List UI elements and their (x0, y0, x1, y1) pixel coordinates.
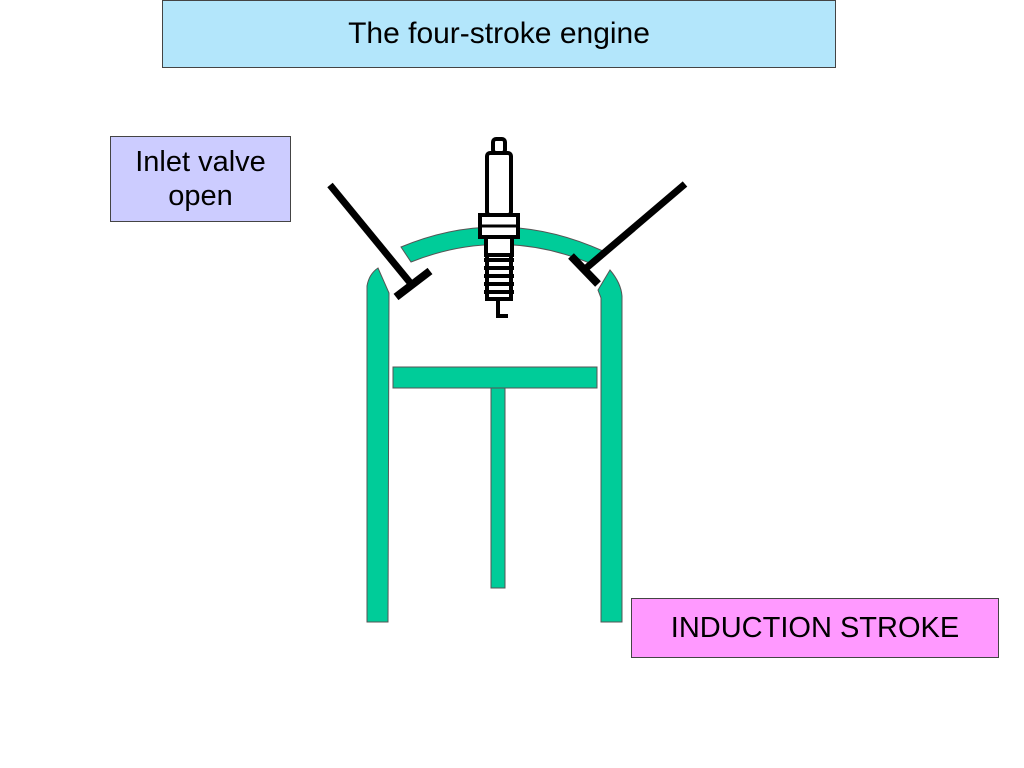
cylinder-wall-left (366, 267, 390, 623)
exhaust-valve-head (568, 253, 601, 287)
inlet-label-line-1: Inlet valve (135, 146, 266, 178)
piston-crown (392, 366, 598, 389)
spark-plug-icon (478, 137, 520, 318)
exhaust-valve (568, 181, 688, 287)
inlet-valve-label: Inlet valve open (110, 136, 291, 222)
inlet-label-line-2: open (168, 180, 233, 212)
stroke-name-text: INDUCTION STROKE (670, 611, 960, 644)
page-title: The four-stroke engine (348, 17, 650, 50)
inlet-valve (327, 182, 433, 301)
stroke-name-label: INDUCTION STROKE (631, 598, 999, 658)
title-box: The four-stroke engine (162, 0, 836, 68)
exhaust-valve-stem (581, 181, 688, 273)
inlet-valve-stem (327, 182, 415, 288)
cylinder-wall-right (597, 269, 623, 623)
inlet-valve-head (393, 267, 433, 301)
connecting-rod (490, 387, 506, 589)
